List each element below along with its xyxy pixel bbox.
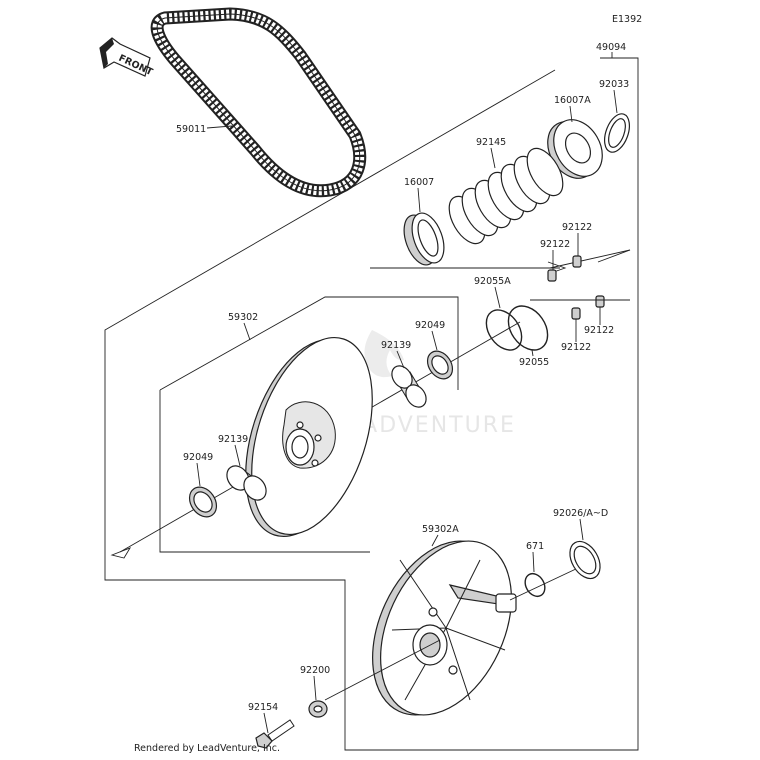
ring-92033 [604,113,630,153]
bushing-92139-lower [226,465,267,501]
front-arrow-icon: FRONT [99,37,155,78]
bushing-92139-upper [391,365,427,408]
label-92055a: 92055A [474,276,511,287]
label-92122-a: 92122 [562,222,592,233]
label-92026: 92026/A~D [553,508,608,519]
label-92122-d: 92122 [561,342,591,353]
label-92139-a: 92139 [381,340,411,351]
rollers-92122 [547,255,605,320]
movable-sheave-59302 [245,336,373,538]
sheave-frame [159,296,459,553]
fixed-sheave-59302a [372,540,517,716]
label-16007a: 16007A [554,95,591,106]
label-92055: 92055 [519,357,549,368]
label-92139-b: 92139 [218,434,248,445]
spring-92145 [448,147,564,245]
label-92122-c: 92122 [584,325,614,336]
label-59011: 59011 [176,124,206,135]
ring-671 [524,572,546,598]
seal-92049-upper [426,350,454,380]
label-92049-b: 92049 [183,452,213,463]
spring-seat-16007 [403,212,445,266]
label-92033: 92033 [599,79,629,90]
bolt-92154 [255,719,295,749]
label-671: 671 [526,541,544,552]
o-rings-92055 [485,305,549,351]
label-92200: 92200 [300,665,330,676]
label-16007: 16007 [404,177,434,188]
assembly-frame [104,57,639,751]
diagram-code: E1392 [612,14,642,25]
label-59302a: 59302A [422,524,459,535]
label-49094: 49094 [596,42,626,53]
footer-credit: Rendered by LeadVenture, Inc. [134,743,280,754]
label-92049-a: 92049 [415,320,445,331]
shim-92026 [569,540,601,580]
label-59302: 59302 [228,312,258,323]
drive-belt [150,7,367,198]
label-92154: 92154 [248,702,278,713]
washer-92200 [308,700,328,718]
seal-92049-lower [188,486,218,518]
label-92122-b: 92122 [540,239,570,250]
label-92145: 92145 [476,137,506,148]
